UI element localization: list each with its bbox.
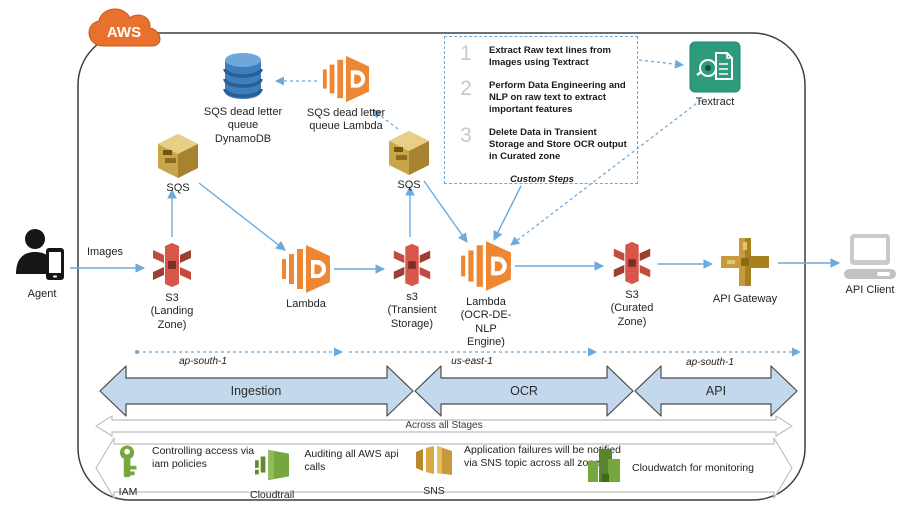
legend-item-cloudtrail: Cloudtrail Auditing all AWS api calls xyxy=(250,448,414,501)
custom-step-3: 3 Delete Data in Transient Storage and S… xyxy=(453,123,631,164)
region-label-ap-south-1-ingestion: ap-south-1 xyxy=(179,356,227,367)
edge-steps-textract xyxy=(638,59,685,69)
legend-item-iam: IAM Controlling access via iam policies xyxy=(114,445,256,498)
cloudwatch-icon xyxy=(586,445,622,490)
edge-sqs1-lambda xyxy=(198,182,286,251)
region-span-start-dot xyxy=(135,350,139,354)
across-stages-label: Across all Stages xyxy=(405,420,483,431)
aws-cloud-border xyxy=(77,32,806,501)
edge-label-images: Images xyxy=(86,246,124,258)
node-label: Textract xyxy=(695,96,735,108)
sqs-icon xyxy=(378,130,440,176)
stage-arrow-ocr xyxy=(414,365,634,417)
node-agent: Agent xyxy=(8,227,76,301)
node-label: API Gateway xyxy=(712,293,778,305)
node-s3-curated: S3 (Curated Zone) xyxy=(593,240,671,329)
iam-key-icon xyxy=(114,445,142,484)
legend-item-cloudwatch: Cloudwatch for monitoring xyxy=(586,445,812,492)
node-s3-landing: S3 (Landing Zone) xyxy=(133,241,211,332)
lambda-icon xyxy=(294,54,398,104)
legend-item-sns: SNS Application failures will be notifie… xyxy=(414,444,622,497)
custom-step-2: 2 Perform Data Engineering and NLP on ra… xyxy=(453,76,631,117)
stage-label-ingestion: Ingestion xyxy=(230,384,282,398)
node-sqs-dlq-lambda: SQS dead letter queue Lambda xyxy=(294,54,398,134)
aws-cloud-icon: AWS xyxy=(88,8,161,47)
node-label: s3 (Transient Storage) xyxy=(387,291,437,330)
custom-steps-box: 1 Extract Raw text lines from Images usi… xyxy=(444,36,638,185)
custom-step-1: 1 Extract Raw text lines from Images usi… xyxy=(453,42,631,70)
node-textract: Textract xyxy=(676,41,754,109)
node-label: S3 (Curated Zone) xyxy=(610,289,654,328)
node-label: Agent xyxy=(27,288,57,300)
node-label: API Client xyxy=(845,284,895,296)
node-label: S3 (Landing Zone) xyxy=(150,292,194,331)
connectors-dotted xyxy=(137,59,802,357)
node-label: SQS xyxy=(397,179,421,191)
textract-icon xyxy=(676,41,754,93)
api-gateway-icon xyxy=(692,234,798,290)
legend-text: Auditing all AWS api calls xyxy=(304,448,399,474)
legend-text: Controlling access via iam policies xyxy=(152,445,255,471)
stage-arrows xyxy=(99,365,798,417)
node-label: Lambda xyxy=(286,298,326,310)
stage-label-ocr: OCR xyxy=(510,384,538,398)
s3-icon xyxy=(373,242,451,288)
s3-icon xyxy=(593,240,671,286)
step-number: 3 xyxy=(460,123,472,147)
sns-icon xyxy=(414,444,454,483)
person-device-icon xyxy=(8,227,76,285)
cloudtrail-icon xyxy=(253,448,291,487)
legend-label: Cloudtrail xyxy=(250,489,295,501)
node-label: SQS xyxy=(166,182,190,194)
node-lambda-ocr: Lambda (OCR-DE- NLP Engine) xyxy=(446,239,526,350)
aws-logo: AWS xyxy=(86,5,166,56)
node-s3-transient: s3 (Transient Storage) xyxy=(373,242,451,331)
legend-text: Application failures will be notified vi… xyxy=(464,444,622,470)
legend-label: IAM xyxy=(118,486,138,498)
dynamodb-icon xyxy=(187,49,299,103)
stage-arrow-ingestion xyxy=(99,365,414,417)
sqs-icon xyxy=(147,133,209,179)
step-number: 2 xyxy=(460,76,472,100)
edge-textract-lambdaocr xyxy=(510,99,702,246)
step-text: Perform Data Engineering and NLP on raw … xyxy=(489,79,626,116)
step-text: Delete Data in Transient Storage and Sto… xyxy=(489,126,627,163)
edge-sqs2-lambdaocr xyxy=(423,180,468,243)
laptop-icon xyxy=(831,233,907,281)
connectors-solid xyxy=(70,180,841,274)
edge-steps-lambdaocr xyxy=(493,185,522,242)
region-label-ap-south-1-api: ap-south-1 xyxy=(686,357,734,368)
node-lambda: Lambda xyxy=(267,243,345,311)
step-number: 1 xyxy=(460,42,472,65)
across-stages-arrow xyxy=(95,415,793,437)
node-sqs-2: SQS xyxy=(378,130,440,192)
legend-label: SNS xyxy=(423,485,445,497)
stage-label-api: API xyxy=(705,384,727,398)
node-api-gateway: API Gateway xyxy=(692,234,798,306)
node-label: SQS dead letter queue DynamoDB xyxy=(203,106,283,145)
legend-text: Cloudwatch for monitoring xyxy=(632,461,754,474)
lambda-icon xyxy=(446,239,526,293)
edge-sqs2-dlqlambda xyxy=(372,109,399,130)
node-sqs-1: SQS xyxy=(147,133,209,195)
custom-steps-caption: Custom Steps xyxy=(510,173,574,185)
lambda-icon xyxy=(267,243,345,295)
node-api-client: API Client xyxy=(831,233,907,297)
region-label-us-east-1: us-east-1 xyxy=(451,356,493,367)
aws-logo-text: AWS xyxy=(107,24,141,41)
stage-arrow-api xyxy=(634,365,798,417)
s3-icon xyxy=(133,241,211,289)
node-label: Lambda (OCR-DE- NLP Engine) xyxy=(460,296,512,349)
step-text: Extract Raw text lines from Images using… xyxy=(489,45,611,69)
node-dynamodb: SQS dead letter queue DynamoDB xyxy=(187,49,299,146)
